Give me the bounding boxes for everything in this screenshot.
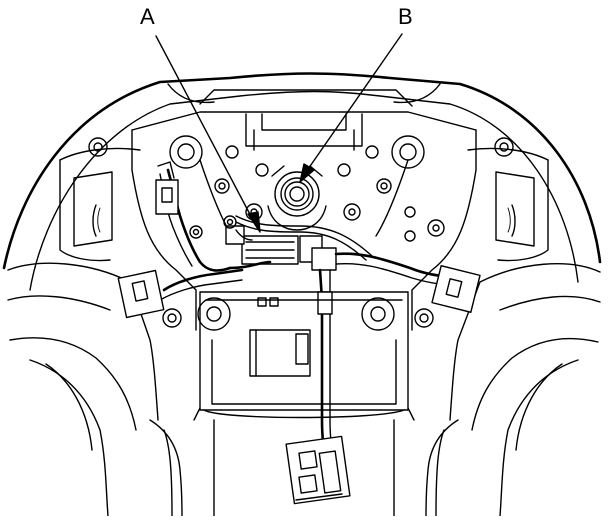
callout-b-label: B bbox=[398, 4, 413, 29]
mounting-bosses bbox=[88, 135, 514, 331]
callout-b-leader bbox=[299, 33, 403, 183]
connector-assembly bbox=[223, 215, 337, 271]
callout-a-label: A bbox=[140, 4, 155, 29]
right-switch-connector bbox=[431, 265, 481, 313]
lower-connector bbox=[285, 435, 351, 505]
hub-housing bbox=[131, 111, 477, 517]
callout-a-leader bbox=[155, 35, 261, 233]
column-nut bbox=[267, 165, 327, 231]
right-spoke bbox=[425, 147, 601, 517]
left-switch-connector bbox=[117, 161, 179, 319]
